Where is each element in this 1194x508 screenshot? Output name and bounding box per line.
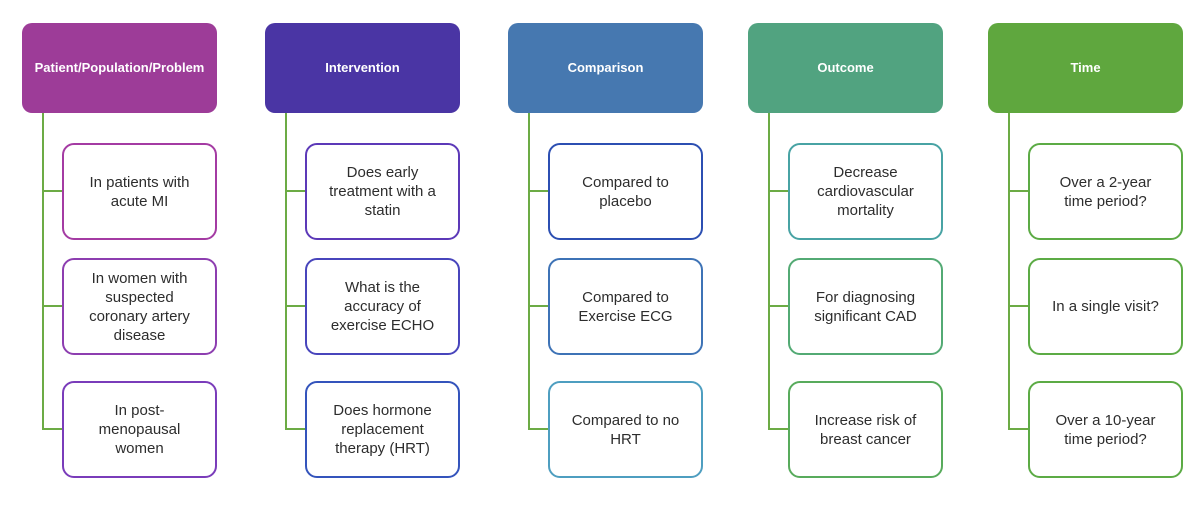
node-row: Does hormone replacement therapy (HRT): [285, 381, 460, 478]
connector-stub: [528, 190, 548, 192]
connector-stub: [1008, 190, 1028, 192]
connector-line: [1008, 113, 1010, 430]
pico-column-comparison: Comparison Compared to placebo Compared …: [508, 23, 703, 478]
node-box: Over a 10-year time period?: [1028, 381, 1183, 478]
pico-column-time: Time Over a 2-year time period? In a sin…: [988, 23, 1183, 478]
node-row: In women with suspected coronary artery …: [42, 258, 217, 355]
connector-stub: [1008, 428, 1028, 430]
column-header-time: Time: [988, 23, 1183, 113]
node-row: Compared to placebo: [528, 143, 703, 240]
node-row: Over a 2-year time period?: [1008, 143, 1183, 240]
connector-line: [528, 113, 530, 430]
node-row: In post-menopausal women: [42, 381, 217, 478]
column-header-patient: Patient/Population/Problem: [22, 23, 217, 113]
connector-line: [285, 113, 287, 430]
node-row: In patients with acute MI: [42, 143, 217, 240]
connector-stub: [42, 305, 62, 307]
connector-stub: [1008, 305, 1028, 307]
connector-stub: [768, 428, 788, 430]
column-header-intervention: Intervention: [265, 23, 460, 113]
node-row: For diagnosing significant CAD: [768, 258, 943, 355]
node-box: Over a 2-year time period?: [1028, 143, 1183, 240]
pico-column-outcome: Outcome Decrease cardiovascular mortalit…: [748, 23, 943, 478]
connector-stub: [42, 190, 62, 192]
node-box: Does early treatment with a statin: [305, 143, 460, 240]
node-box: Compared to placebo: [548, 143, 703, 240]
connector-stub: [285, 305, 305, 307]
connector-line: [768, 113, 770, 430]
node-box: In patients with acute MI: [62, 143, 217, 240]
connector-stub: [528, 428, 548, 430]
node-box: Compared to no HRT: [548, 381, 703, 478]
column-header-comparison: Comparison: [508, 23, 703, 113]
node-box: Increase risk of breast cancer: [788, 381, 943, 478]
connector-line: [42, 113, 44, 430]
node-row: Compared to Exercise ECG: [528, 258, 703, 355]
connector-stub: [285, 428, 305, 430]
node-box: For diagnosing significant CAD: [788, 258, 943, 355]
pico-column-intervention: Intervention Does early treatment with a…: [265, 23, 460, 478]
connector-stub: [285, 190, 305, 192]
node-row: Does early treatment with a statin: [285, 143, 460, 240]
node-box: In post-menopausal women: [62, 381, 217, 478]
pico-column-patient: Patient/Population/Problem In patients w…: [22, 23, 217, 478]
node-box: Decrease cardiovascular mortality: [788, 143, 943, 240]
node-row: Increase risk of breast cancer: [768, 381, 943, 478]
node-row: In a single visit?: [1008, 258, 1183, 355]
node-box: Compared to Exercise ECG: [548, 258, 703, 355]
node-row: Over a 10-year time period?: [1008, 381, 1183, 478]
node-row: What is the accuracy of exercise ECHO: [285, 258, 460, 355]
node-row: Decrease cardiovascular mortality: [768, 143, 943, 240]
connector-stub: [768, 305, 788, 307]
connector-stub: [42, 428, 62, 430]
node-row: Compared to no HRT: [528, 381, 703, 478]
column-header-outcome: Outcome: [748, 23, 943, 113]
node-box: In women with suspected coronary artery …: [62, 258, 217, 355]
node-box: What is the accuracy of exercise ECHO: [305, 258, 460, 355]
node-box: Does hormone replacement therapy (HRT): [305, 381, 460, 478]
node-box: In a single visit?: [1028, 258, 1183, 355]
connector-stub: [768, 190, 788, 192]
connector-stub: [528, 305, 548, 307]
